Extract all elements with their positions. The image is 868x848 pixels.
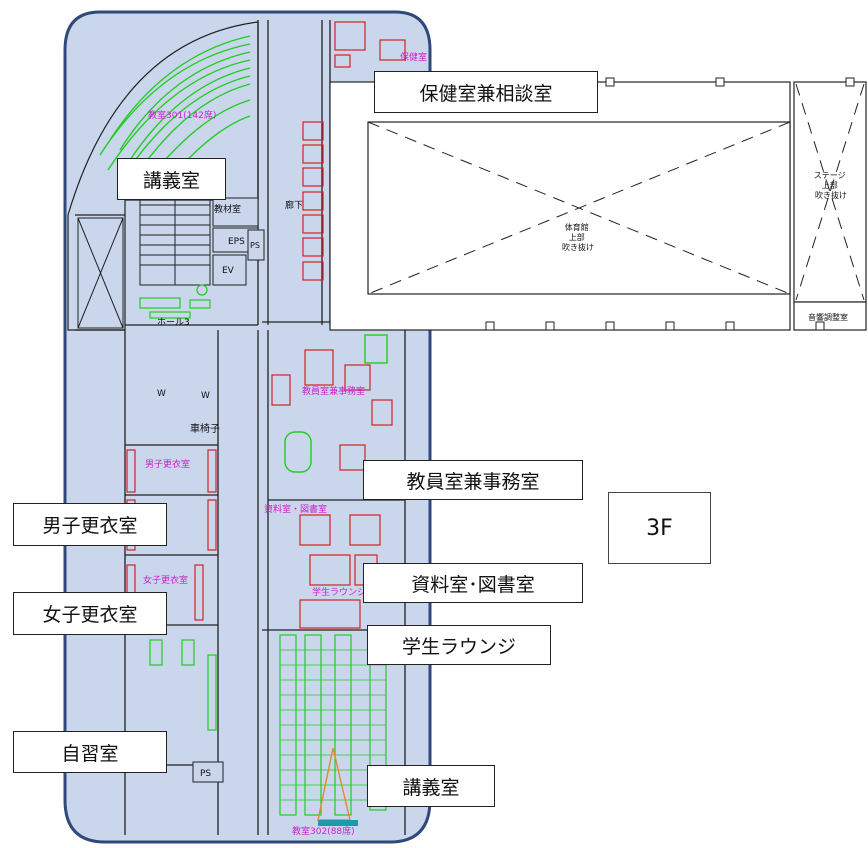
label-library-small: 資料室・図書室	[264, 503, 327, 515]
ps-bottom	[192, 761, 224, 783]
stage-void-line2: 上部	[822, 180, 838, 190]
label-wc-2: W	[201, 391, 210, 401]
floor-label: 3F	[608, 492, 711, 564]
study-room-furniture	[149, 639, 217, 731]
label-wheelchair: 車椅子	[190, 422, 220, 435]
label-gym-void: 体育館 上部 吹き抜け	[562, 222, 594, 252]
staff-office-furniture	[271, 349, 393, 471]
callout-female-locker: 女子更衣室	[13, 592, 167, 635]
lecture-302-stage	[318, 820, 358, 826]
label-staff-small: 教員室兼事務室	[302, 385, 365, 397]
void-marks	[77, 217, 124, 329]
stage-void-line3: 吹き抜け	[815, 190, 847, 200]
callout-lecture-room-top: 講義室	[117, 158, 226, 200]
label-lecture-301: 教室301(142席)	[148, 109, 216, 121]
gym-void-line2: 上部	[569, 232, 585, 242]
gym-void-line3: 吹き抜け	[562, 242, 594, 252]
callout-health-room: 保健室兼相談室	[374, 71, 598, 113]
label-ps: PS	[250, 241, 260, 250]
label-health-small: 保健室	[400, 51, 427, 63]
label-female-small: 女子更衣室	[143, 574, 188, 586]
label-eps: EPS	[228, 237, 245, 247]
callout-lecture-room-bottom: 講義室	[367, 765, 495, 807]
label-material-room: 教材室	[214, 203, 241, 215]
callout-staff-office: 教員室兼事務室	[363, 460, 583, 500]
callout-library: 資料室･図書室	[363, 563, 583, 603]
gym-void-line1: 体育館	[565, 222, 589, 232]
callout-student-lounge: 学生ラウンジ	[367, 625, 551, 665]
health-room-furniture	[334, 21, 406, 68]
label-lecture-302: 教室302(88席)	[292, 825, 355, 837]
label-lounge-small: 学生ラウンジ	[312, 586, 366, 598]
label-stage-void: ステージ 上部 吹き抜け	[814, 171, 848, 200]
gym-void	[329, 81, 791, 331]
label-ev: EV	[222, 266, 235, 276]
staff-meeting-table	[284, 334, 388, 473]
label-corridor: 廊下	[285, 199, 303, 211]
label-sound-room: 音響調整室	[808, 312, 848, 322]
gym-void-cross	[367, 121, 791, 295]
stage-void	[793, 81, 867, 331]
label-ps-bottom: PS	[200, 769, 211, 779]
callout-study-room: 自習室	[13, 731, 167, 773]
label-wc-1: W	[157, 389, 166, 399]
label-hall3: ホール3	[157, 317, 190, 328]
stage-void-line1: ステージ	[814, 171, 846, 180]
corridor-furniture	[302, 121, 324, 281]
callout-male-locker: 男子更衣室	[13, 503, 167, 546]
stage-void-cross	[795, 83, 865, 301]
hall3-furniture	[139, 284, 211, 319]
label-male-small: 男子更衣室	[145, 458, 190, 470]
service-rooms	[212, 197, 265, 286]
